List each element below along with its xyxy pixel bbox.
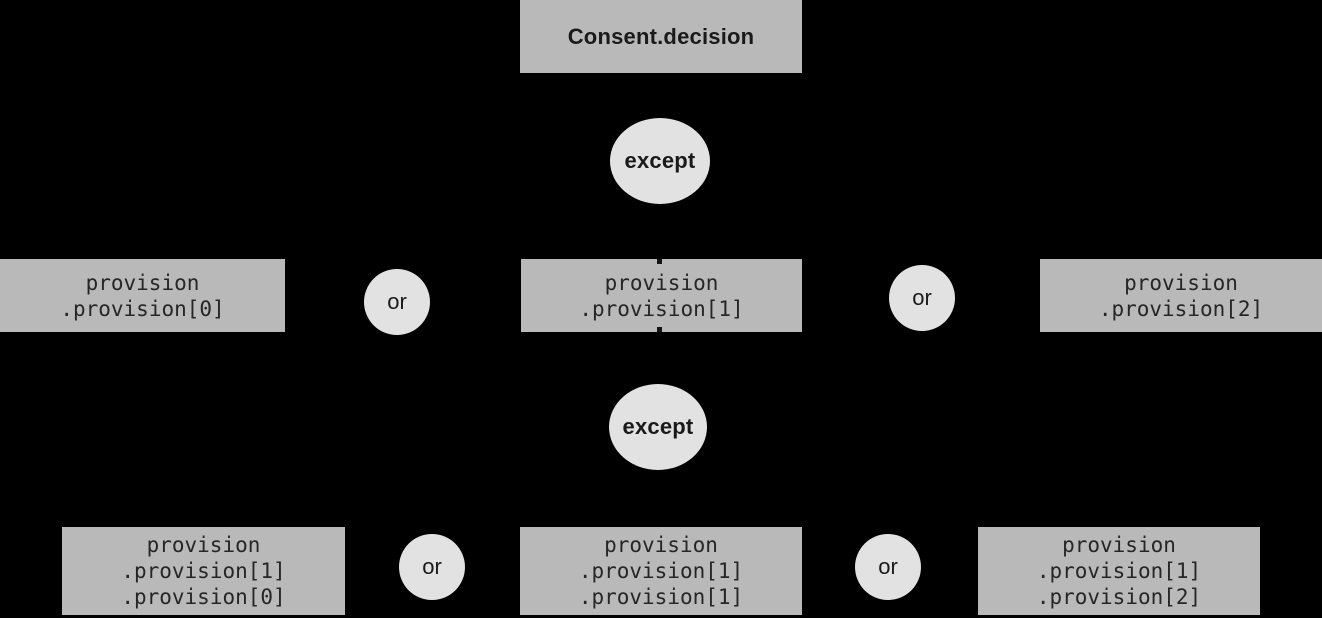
operator-or-2: or	[889, 265, 955, 331]
operator-or-4-label: or	[878, 554, 898, 579]
edge-tip-top	[657, 259, 662, 264]
operator-or-3-label: or	[422, 554, 442, 579]
node-provision-0-line-1: provision	[85, 270, 200, 295]
operator-except-middle: except	[609, 384, 707, 470]
node-provision-1-2-line-1: provision	[1062, 533, 1176, 557]
node-provision-1-line-1: provision	[604, 270, 719, 295]
node-consent-decision-label: Consent.decision	[567, 23, 755, 49]
operator-or-1: or	[364, 269, 430, 335]
node-provision-1-2: provision .provision[1] .provision[2]	[978, 527, 1260, 615]
node-provision-1-line-2: .provision[1]	[579, 296, 744, 321]
node-provision-2: provision .provision[2]	[1040, 259, 1322, 332]
operator-except-middle-label: except	[622, 414, 694, 439]
operator-or-1-label: or	[387, 289, 407, 314]
node-provision-1-1-line-2: .provision[1]	[578, 559, 744, 583]
operator-or-2-label: or	[912, 285, 932, 310]
node-provision-0-line-2: .provision[0]	[60, 296, 225, 321]
node-provision-1-2-line-2: .provision[1]	[1036, 559, 1202, 583]
node-provision-2-line-2: .provision[2]	[1098, 296, 1264, 321]
node-consent-decision: Consent.decision	[520, 0, 802, 73]
node-provision-1-0-line-1: provision	[146, 533, 261, 557]
node-provision-1-2-line-3: .provision[2]	[1036, 585, 1202, 609]
node-provision-1-1: provision .provision[1] .provision[1]	[520, 527, 802, 615]
node-provision-2-line-1: provision	[1124, 270, 1238, 295]
node-provision-1-0-line-2: .provision[1]	[121, 559, 286, 583]
node-provision-0: provision .provision[0]	[0, 259, 285, 332]
node-provision-1-1-line-3: .provision[1]	[578, 585, 744, 609]
node-provision-1: provision .provision[1]	[521, 259, 802, 332]
node-provision-1-0-line-3: .provision[0]	[121, 585, 286, 609]
operator-or-3: or	[399, 534, 465, 600]
edge-tip-bottom	[657, 327, 662, 332]
operator-except-top-label: except	[624, 148, 696, 173]
node-provision-1-0: provision .provision[1] .provision[0]	[62, 527, 345, 615]
operator-except-top: except	[610, 118, 710, 204]
operator-or-4: or	[855, 534, 921, 600]
node-provision-1-1-line-1: provision	[604, 533, 718, 557]
